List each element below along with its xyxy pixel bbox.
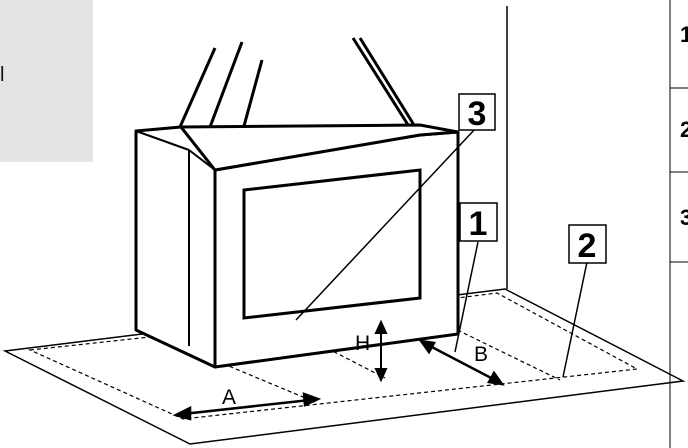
callout-2-box: [568, 224, 607, 264]
dimension-a-label: A: [222, 386, 236, 409]
dimension-h-label: H: [355, 332, 370, 355]
dimension-h-arrow: [374, 319, 388, 383]
table-row-1-label: 1: [680, 22, 688, 47]
dimension-b-arrow: [418, 339, 505, 386]
clearance-zone: [27, 292, 639, 420]
fire-window: [242, 168, 422, 320]
callout-1-box: [459, 202, 498, 242]
callout-2-label: 2: [578, 227, 597, 265]
dimension-b-label: B: [474, 343, 488, 366]
dimension-a-arrow: [172, 392, 322, 421]
leader-line-3: [295, 127, 477, 321]
leader-line-2: [562, 261, 588, 378]
dashed-inner-h: [314, 341, 386, 379]
callout-3-box: [458, 93, 496, 131]
legend-table: [669, 0, 688, 448]
callout-3-label: 3: [468, 95, 487, 133]
panel-text: l: [0, 64, 5, 86]
table-row-3-label: 3: [680, 205, 688, 230]
leader-line-1: [454, 241, 479, 353]
grey-note-panel: l: [0, 0, 93, 162]
dashed-inner-right: [444, 323, 561, 381]
table-row-2-label: 2: [680, 117, 688, 142]
callout-1-label: 1: [469, 205, 488, 243]
